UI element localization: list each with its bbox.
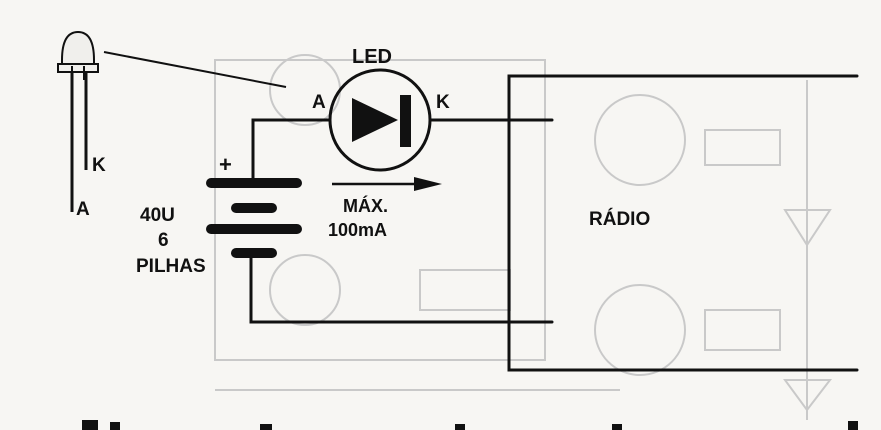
led-anode-label: A (312, 92, 326, 113)
caption-fragment-2 (110, 422, 120, 430)
ghost-background-circuit (214, 54, 833, 420)
led-flange (57, 63, 99, 73)
caption-fragment-6 (848, 421, 858, 430)
leader-line (103, 51, 287, 88)
caption-fragment-5 (612, 424, 622, 430)
led-triangle (352, 98, 398, 142)
ghost-transistor-4 (594, 284, 686, 376)
wires (249, 118, 554, 324)
battery-plate-long-2 (206, 224, 302, 234)
component-k-label: K (92, 155, 106, 176)
battery-plate-long-1 (206, 178, 302, 188)
battery-voltage: 40U (140, 205, 175, 226)
led-title: LED (352, 46, 392, 68)
battery-symbol: + 40U 6 PILHAS (136, 152, 302, 277)
current-indicator: MÁX. 100mA (328, 177, 442, 240)
wire-battery-to-radio (249, 256, 554, 324)
current-label-max: MÁX. (343, 195, 388, 216)
caption-fragment-1 (82, 420, 98, 430)
battery-plate-short-1 (231, 203, 277, 213)
radio-block: RÁDIO (507, 74, 859, 372)
current-label-value: 100mA (328, 220, 387, 240)
led-symbol: LED A K (312, 46, 450, 172)
radio-label: RÁDIO (589, 208, 650, 230)
battery-cells: 6 (158, 230, 169, 251)
led-cathode-label: K (436, 92, 450, 113)
battery-plate-short-2 (231, 248, 277, 258)
ghost-board-outline (214, 59, 546, 361)
radio-outline (507, 74, 859, 372)
ghost-resistor-3 (704, 309, 781, 351)
led-dome (61, 30, 95, 67)
ghost-resistor-2 (704, 129, 781, 166)
ghost-transistor-3 (594, 94, 686, 186)
current-arrow-head (414, 177, 442, 191)
battery-type: PILHAS (136, 256, 206, 277)
caption-fragment-4 (455, 424, 465, 430)
cropped-caption-fragments (82, 420, 858, 430)
component-a-label: A (76, 199, 90, 220)
battery-plus-sign: + (219, 152, 232, 177)
led-bar (400, 95, 411, 147)
ghost-transistor-2 (269, 254, 341, 326)
caption-fragment-3 (260, 424, 272, 430)
ghost-resistor-1 (419, 269, 511, 311)
led-component-drawing: K A (57, 30, 287, 220)
wire-battery-to-anode (251, 118, 332, 182)
